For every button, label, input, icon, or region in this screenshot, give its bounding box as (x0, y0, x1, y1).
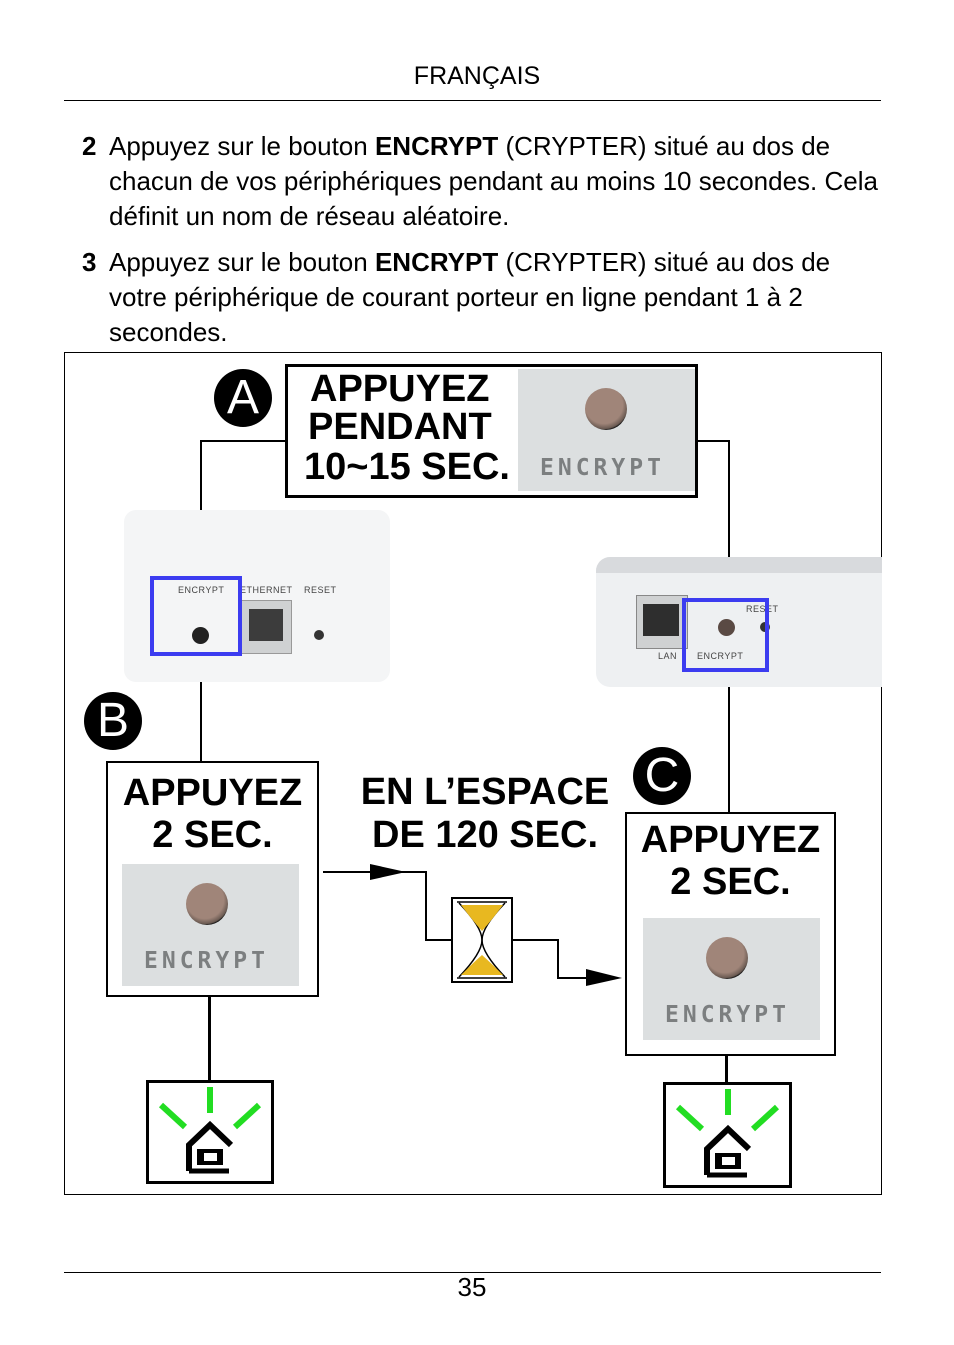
lan-port (636, 595, 688, 649)
box-c-line2: 2 SEC. (670, 861, 791, 903)
encrypt-button-photo: ENCRYPT (518, 369, 695, 491)
box-c-press-2-sec: APPUYEZ 2 SEC. ENCRYPT (625, 812, 836, 1056)
step-number: 2 (82, 131, 97, 161)
box-b-line1: APPUYEZ (122, 772, 303, 814)
footer-divider (64, 1272, 881, 1273)
ethernet-port (240, 600, 292, 654)
encrypt-button-icon (186, 883, 228, 925)
encrypt-button-icon (585, 388, 627, 430)
wire-c-to-led (725, 1055, 728, 1082)
encrypt-highlight-right (682, 598, 769, 672)
encrypt-button[interactable] (192, 627, 209, 644)
box-a-line3: 10~15 SEC. (304, 446, 510, 488)
box-b-press-2-sec: APPUYEZ 2 SEC. ENCRYPT (106, 761, 319, 997)
home-plug-icon (158, 1087, 262, 1174)
port-label-reset: RESET (304, 585, 337, 595)
interval-line1: EN L’ESPACE (360, 771, 610, 813)
page-number: 35 (457, 1272, 487, 1302)
port-label-lan: LAN (658, 651, 678, 661)
encrypt-button-icon (706, 937, 748, 979)
arrow-head-right (370, 864, 406, 880)
home-led-left (146, 1080, 274, 1184)
marker-b: B (84, 692, 142, 750)
encrypt-label: ENCRYPT (144, 948, 269, 974)
step-text: Appuyez sur le bouton ENCRYPT (CRYPTER) … (109, 247, 831, 347)
wire-a-right-stub (697, 440, 729, 442)
port-label-ethernet: ETHERNET (240, 585, 293, 595)
encrypt-keyword: ENCRYPT (374, 131, 499, 161)
encrypt-label: ENCRYPT (665, 1002, 790, 1028)
marker-c: C (633, 747, 691, 805)
encrypt-highlight-left (150, 576, 242, 656)
port-label-reset: RESET (746, 604, 779, 614)
home-plug-icon (675, 1089, 780, 1178)
timeline-arrows (323, 864, 622, 986)
box-b-line2: 2 SEC. (152, 814, 273, 856)
encrypt-button[interactable] (718, 619, 735, 636)
step-3: 3 Appuyez sur le bouton ENCRYPT (CRYPTER… (82, 245, 882, 350)
device-right: LAN ENCRYPT RESET (596, 557, 882, 687)
home-led-right (663, 1082, 792, 1188)
box-a-line2: PENDANT (308, 406, 492, 448)
marker-a: A (214, 369, 272, 427)
port-label-encrypt: ENCRYPT (178, 585, 225, 595)
box-a-line1: APPUYEZ (310, 368, 490, 410)
arrow-head-right (586, 969, 622, 986)
reset-button[interactable] (314, 630, 324, 640)
encrypt-button-photo: ENCRYPT (643, 918, 820, 1040)
box-a-press-10-15-sec: APPUYEZ PENDANT 10~15 SEC. ENCRYPT (285, 364, 698, 498)
step-number: 3 (82, 247, 97, 277)
step-2: 2 Appuyez sur le bouton ENCRYPT (CRYPTER… (82, 129, 882, 234)
box-c-line1: APPUYEZ (640, 819, 821, 861)
device-left: ENCRYPT ETHERNET RESET (124, 510, 390, 682)
hourglass-icon (451, 897, 513, 983)
wire-a-left-stub (200, 440, 286, 442)
encrypt-label: ENCRYPT (540, 455, 665, 481)
pairing-diagram (64, 352, 882, 1195)
header-divider (64, 100, 881, 101)
step-text: Appuyez sur le bouton ENCRYPT (CRYPTER) … (109, 131, 878, 231)
wire-b-to-led (208, 996, 211, 1080)
interval-line2: DE 120 SEC. (372, 814, 598, 856)
language-header: FRANÇAIS (413, 62, 541, 90)
encrypt-button-photo: ENCRYPT (122, 864, 299, 986)
encrypt-keyword: ENCRYPT (374, 247, 499, 277)
port-label-encrypt: ENCRYPT (697, 651, 744, 661)
